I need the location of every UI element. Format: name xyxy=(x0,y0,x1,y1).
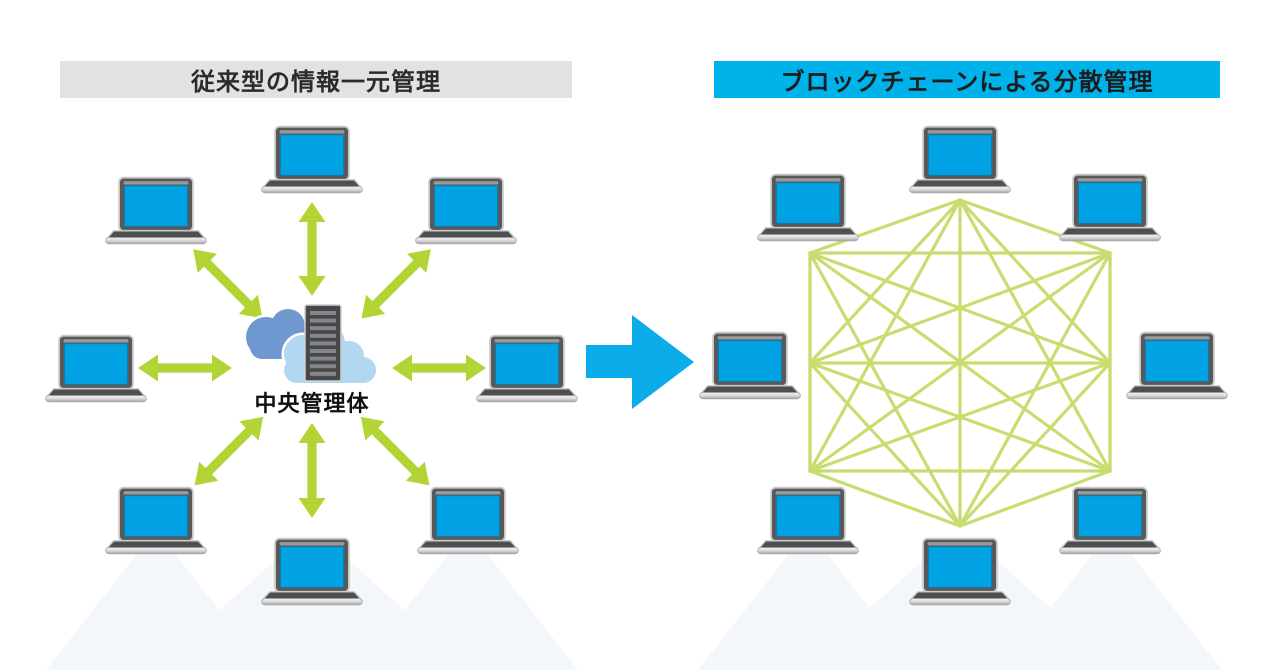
laptop-icon xyxy=(1058,486,1162,555)
laptop-icon xyxy=(104,176,208,245)
mesh-link-line xyxy=(808,251,1112,365)
right-panel-title-text: ブロックチェーンによる分散管理 xyxy=(780,69,1154,96)
left-panel-title-text: 従来型の情報一元管理 xyxy=(191,69,441,96)
mesh-link-line xyxy=(808,361,962,528)
mesh-link-line xyxy=(808,251,1112,473)
cloud-server-icon xyxy=(243,304,379,386)
mesh-link-line xyxy=(958,469,1112,528)
sync-arrow-icon xyxy=(360,416,430,486)
laptop-icon xyxy=(104,486,208,555)
mesh-link-line xyxy=(808,361,1112,473)
laptop-icon xyxy=(475,334,579,403)
laptop-icon xyxy=(1125,331,1229,400)
sync-arrow-icon xyxy=(298,423,326,518)
right-panel-title: ブロックチェーンによる分散管理 xyxy=(714,61,1220,98)
mesh-link-line xyxy=(808,469,962,528)
sync-arrow-icon xyxy=(298,202,326,296)
laptop-icon xyxy=(756,173,860,242)
central-authority-label: 中央管理体 xyxy=(254,391,370,416)
laptop-icon xyxy=(698,331,802,400)
background-triangle xyxy=(358,550,578,670)
sync-arrow-icon xyxy=(392,354,486,382)
sync-arrow-icon xyxy=(193,249,263,319)
laptop-icon xyxy=(416,486,520,555)
mesh-link-line xyxy=(808,198,962,255)
laptop-icon xyxy=(908,125,1012,194)
laptop-icon xyxy=(908,537,1012,606)
laptop-icon xyxy=(414,176,518,245)
sync-arrow-icon xyxy=(194,416,264,486)
laptop-icon xyxy=(1058,173,1162,242)
laptop-icon xyxy=(44,334,148,403)
sync-arrow-icon xyxy=(361,249,431,319)
transform-arrow-icon xyxy=(586,315,694,409)
background-triangle xyxy=(1002,550,1222,670)
sync-arrow-icon xyxy=(138,354,232,382)
mesh-link-line xyxy=(808,251,962,528)
laptop-icon xyxy=(260,125,364,194)
laptop-icon xyxy=(756,486,860,555)
left-panel-title: 従来型の情報一元管理 xyxy=(60,61,572,98)
laptop-icon xyxy=(260,537,364,606)
mesh-link-line xyxy=(958,198,1112,255)
